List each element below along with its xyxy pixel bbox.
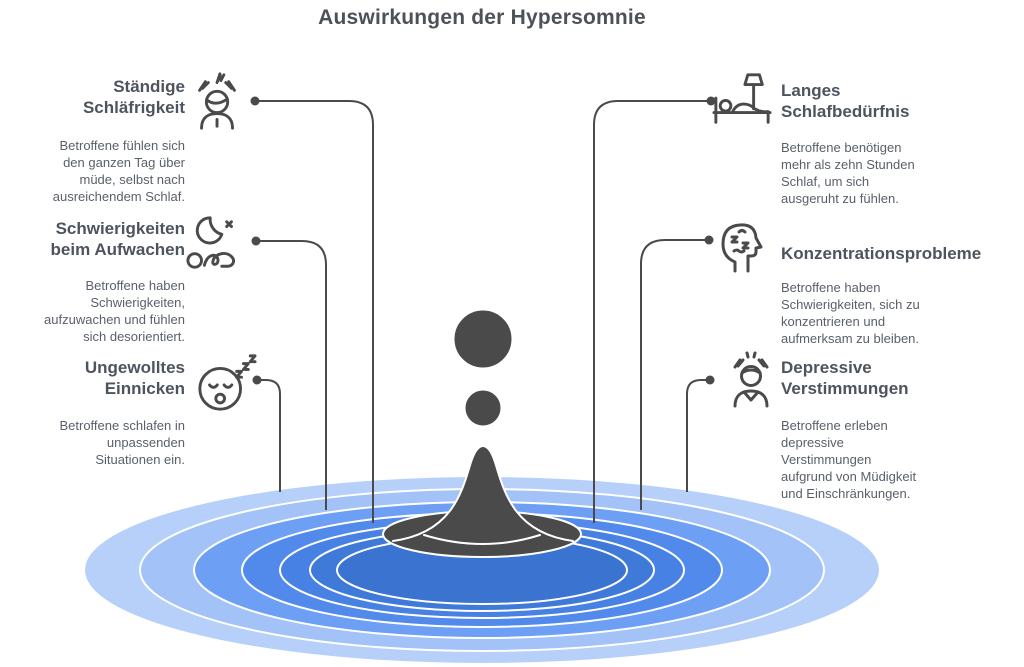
connector-dot	[251, 236, 261, 246]
connector-dot	[252, 375, 262, 385]
falling-drop-small	[463, 388, 503, 428]
connector-line	[257, 379, 281, 492]
splash-outline	[392, 444, 574, 542]
connector-line	[640, 239, 709, 510]
connector-dot	[704, 235, 714, 245]
falling-drop-large	[452, 308, 514, 370]
connector-dot	[705, 375, 715, 385]
item-description: Betroffene schlafen in unpassenden Situa…	[59, 418, 185, 467]
waking-difficulty-icon	[186, 216, 235, 269]
connector-dot	[706, 96, 716, 106]
item-heading-schwierigkeiten-aufwachen: Schwierigkeiten beim Aufwachen	[50, 219, 185, 259]
item-heading-langes-schlafbeduerfnis: Langes Schlafbedürfnis	[781, 81, 910, 121]
item-heading-staendige-schlaefrigkeit: Ständige Schläfrigkeit	[82, 77, 185, 117]
bed-lamp-icon	[712, 73, 772, 124]
item-heading-ungewolltes-einnicken: Ungewolltes Einnicken	[84, 358, 185, 398]
distressed-person-icon	[733, 351, 769, 408]
splash-column	[393, 446, 573, 548]
pool-reflection	[423, 534, 541, 545]
item-description: Betroffene haben Schwierigkeiten, sich z…	[781, 280, 920, 346]
item-description: Betroffene erleben depressive Verstimmun…	[781, 418, 917, 501]
page-title: Auswirkungen der Hypersomnie	[318, 6, 646, 29]
item-heading-konzentrationsprobleme: Konzentrationsprobleme	[781, 244, 982, 263]
item-description: Betroffene haben Schwierigkeiten, aufzuw…	[44, 278, 185, 344]
droplet-splash	[382, 308, 582, 558]
foggy-head-icon	[721, 223, 763, 273]
item-description: Betroffene fühlen sich den ganzen Tag üb…	[52, 138, 185, 204]
connector-line	[256, 240, 327, 510]
tired-person-icon	[198, 72, 236, 130]
dozing-face-icon	[198, 354, 257, 411]
item-heading-depressive-verstimmungen: Depressive Verstimmungen	[781, 358, 909, 398]
connector-line	[255, 100, 374, 523]
connectors	[250, 96, 716, 523]
connector-dot	[250, 96, 260, 106]
ripples	[83, 475, 881, 665]
item-description: Betroffene benötigen mehr als zehn Stund…	[781, 140, 915, 206]
connector-line	[593, 100, 711, 523]
connector-line	[686, 379, 710, 492]
